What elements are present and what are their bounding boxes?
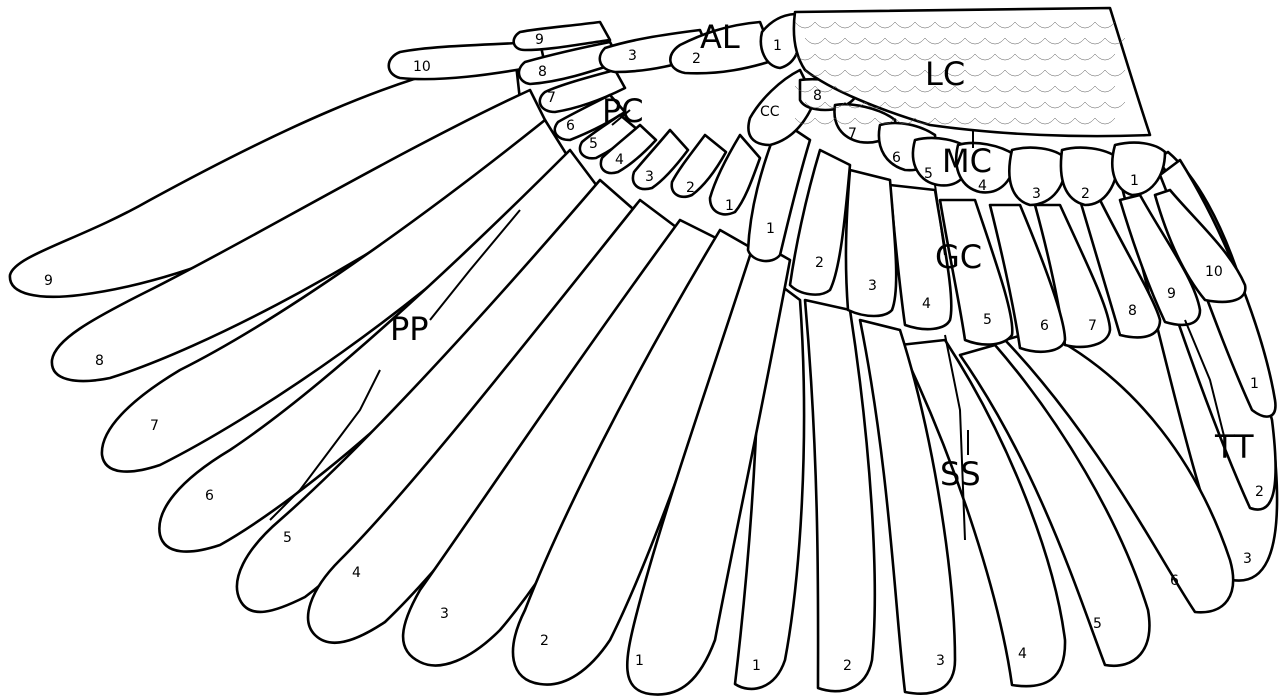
mc-num: 2 — [1081, 186, 1090, 202]
label-ss: SS — [940, 455, 981, 493]
mc-num: 8 — [813, 88, 822, 104]
gc-num: 5 — [983, 312, 992, 328]
al-num: 2 — [692, 51, 701, 67]
pc-num: 4 — [615, 152, 624, 168]
pc-num: 5 — [589, 136, 598, 152]
label-pc: PC — [602, 92, 644, 130]
gc-num: 8 — [1128, 303, 1137, 319]
tt-num: 3 — [1243, 551, 1252, 567]
mc-num: 3 — [1032, 186, 1041, 202]
label-mc: MC — [942, 142, 992, 180]
ss-num: 4 — [1018, 646, 1027, 662]
mc-num: 5 — [924, 166, 933, 182]
pc-num: 10 — [413, 59, 431, 75]
pc-num: 8 — [538, 64, 547, 80]
pp-num: 4 — [352, 565, 361, 581]
pp-num: 8 — [95, 353, 104, 369]
gc-num: 1 — [766, 221, 775, 237]
pc-num: 3 — [645, 169, 654, 185]
al-num: 3 — [628, 48, 637, 64]
pp-num: 9 — [44, 273, 53, 289]
label-lc: LC — [925, 55, 965, 93]
mc-num: 6 — [892, 150, 901, 166]
gc-num: 10 — [1205, 264, 1223, 280]
tt-num: 2 — [1255, 484, 1264, 500]
gc-num: 4 — [922, 296, 931, 312]
ss-num: 2 — [843, 658, 852, 674]
ss-num: 3 — [936, 653, 945, 669]
pc-num: 9 — [535, 32, 544, 48]
pp-num: 2 — [540, 633, 549, 649]
gc-3 — [846, 170, 896, 316]
pc-num: 2 — [686, 180, 695, 196]
label-cc: CC — [760, 104, 780, 120]
al-num: 1 — [773, 38, 782, 54]
ss-num: 5 — [1093, 616, 1102, 632]
gc-num: 7 — [1088, 318, 1097, 334]
label-pp: PP — [390, 310, 429, 348]
ss-num: 6 — [1170, 573, 1179, 589]
pp-num: 7 — [150, 418, 159, 434]
ss-num: 1 — [752, 658, 761, 674]
gc-num: 2 — [815, 255, 824, 271]
gc-num: 9 — [1167, 286, 1176, 302]
mc-num: 7 — [848, 126, 857, 142]
pc-num: 1 — [725, 198, 734, 214]
gc-num: 3 — [868, 278, 877, 294]
mc-num: 1 — [1130, 173, 1139, 189]
pp-num: 5 — [283, 530, 292, 546]
pp-num: 3 — [440, 606, 449, 622]
mc-num: 4 — [978, 178, 987, 194]
label-al: AL — [700, 18, 740, 56]
tt-num: 1 — [1250, 376, 1259, 392]
pc-num: 7 — [547, 90, 556, 106]
label-tt: TT — [1214, 428, 1254, 466]
pc-num: 6 — [566, 118, 575, 134]
pp-num: 6 — [205, 488, 214, 504]
pp-num: 1 — [635, 653, 644, 669]
gc-num: 6 — [1040, 318, 1049, 334]
label-gc: GC — [935, 238, 982, 276]
